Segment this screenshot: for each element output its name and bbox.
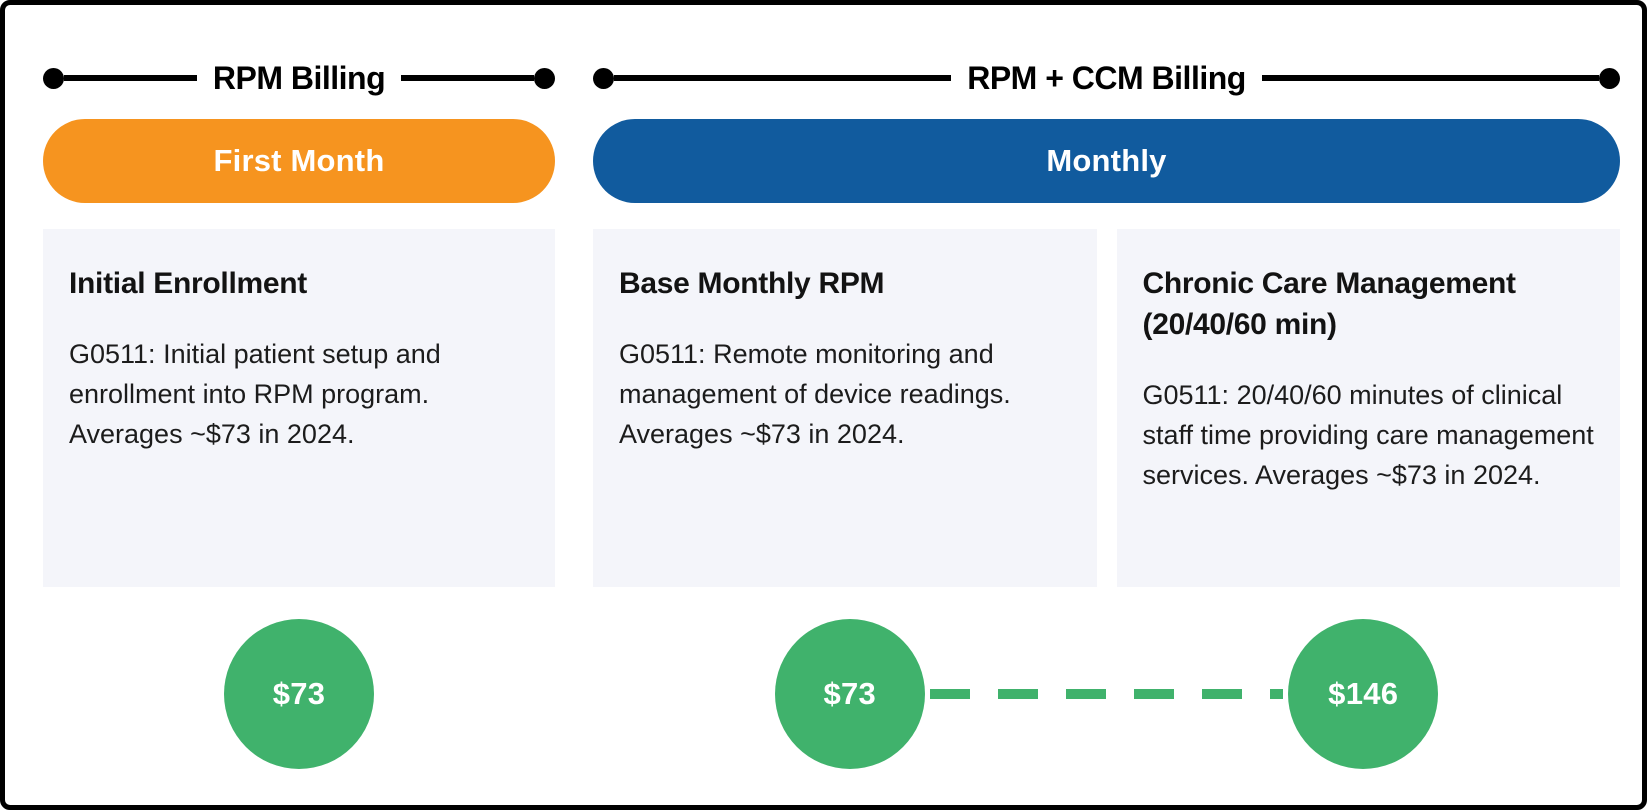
rpm-ccm-billing-header-label: RPM + CCM Billing <box>967 59 1246 96</box>
base-monthly-rpm-card: Base Monthly RPM G0511: Remote monitorin… <box>593 229 1097 587</box>
price-amount: $73 <box>272 676 326 711</box>
card-title: Chronic Care Management (20/40/60 min) <box>1142 267 1516 341</box>
bracket-left-dot-icon <box>593 67 614 89</box>
rpm-billing-group: RPM Billing First Month Initial Enrollme… <box>43 5 556 769</box>
price-slot: $146 <box>1107 619 1621 769</box>
bracket-left-line <box>614 75 952 81</box>
price-circle-combined-total: $146 <box>1288 619 1439 769</box>
rpm-billing-header-label: RPM Billing <box>212 59 386 96</box>
first-month-pill: First Month <box>43 119 555 203</box>
price-circle-base-rpm: $73 <box>774 619 925 769</box>
rpm-ccm-billing-bracket-header: RPM + CCM Billing <box>593 56 1621 100</box>
rpm-billing-prices: $73 <box>43 619 555 769</box>
rpm-ccm-billing-group: RPM + CCM Billing Monthly Base Monthly R… <box>593 5 1621 769</box>
bracket-right-dot-icon <box>534 67 556 89</box>
bracket-left-line <box>64 75 197 81</box>
dashed-sum-connector <box>929 689 1284 699</box>
bracket-right-dot-icon <box>1599 67 1621 89</box>
bracket-right-line <box>401 75 535 81</box>
price-amount: $146 <box>1328 676 1399 711</box>
card-body: G0511: Remote monitoring and management … <box>619 339 1011 449</box>
rpm-ccm-billing-cards: Base Monthly RPM G0511: Remote monitorin… <box>593 229 1620 587</box>
card-body: G0511: Initial patient setup and enrollm… <box>69 339 441 449</box>
rpm-billing-bracket-header: RPM Billing <box>43 56 556 100</box>
initial-enrollment-card: Initial Enrollment G0511: Initial patien… <box>43 229 555 587</box>
card-title: Base Monthly RPM <box>619 267 885 300</box>
monthly-pill: Monthly <box>593 119 1620 203</box>
bracket-right-line <box>1261 75 1600 81</box>
card-title: Initial Enrollment <box>69 267 307 300</box>
price-amount: $73 <box>823 676 877 711</box>
price-circle-enrollment: $73 <box>224 619 374 769</box>
rpm-billing-cards: Initial Enrollment G0511: Initial patien… <box>43 229 555 587</box>
chronic-care-management-card: Chronic Care Management (20/40/60 min) G… <box>1116 229 1620 587</box>
bracket-left-dot-icon <box>43 67 64 89</box>
first-month-pill-label: First Month <box>213 143 385 178</box>
card-body: G0511: 20/40/60 minutes of clinical staf… <box>1142 380 1594 490</box>
rpm-ccm-billing-prices: $73 $146 <box>593 619 1620 769</box>
price-slot: $73 <box>43 619 555 769</box>
price-slot: $73 <box>593 619 1107 769</box>
monthly-pill-label: Monthly <box>1046 143 1167 178</box>
